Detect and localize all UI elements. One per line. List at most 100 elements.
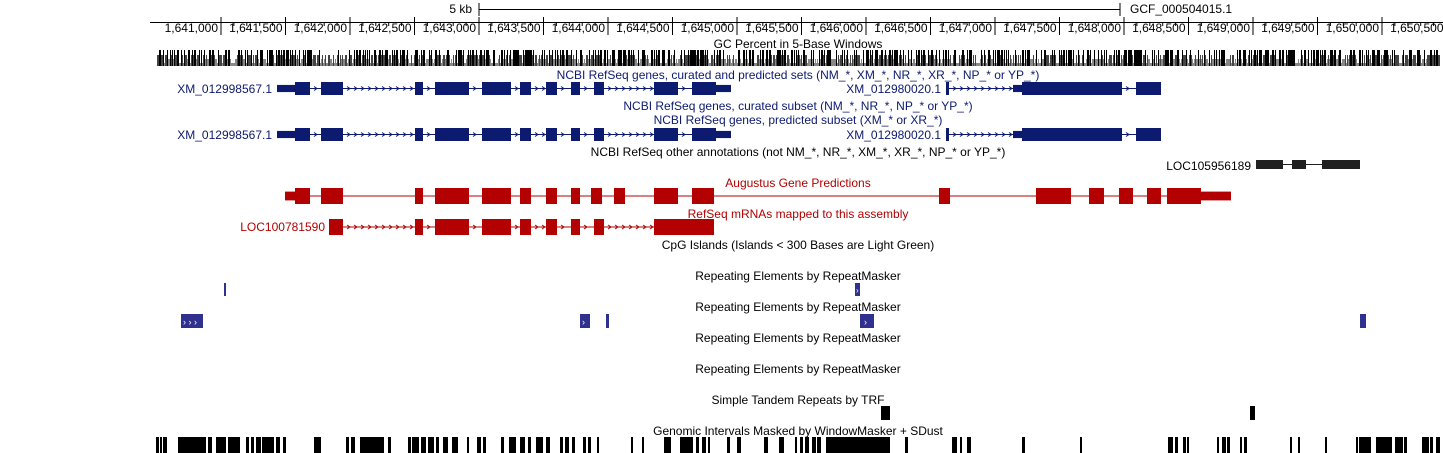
refseq-other-title: NCBI RefSeq other annotations (not NM_*,… [591,145,1006,159]
exon-block[interactable] [614,188,625,204]
refseq-predicted-gene-right-label[interactable]: XM_012980020.1 [846,128,941,142]
exon-block[interactable] [594,219,604,235]
exon-block[interactable] [654,82,678,95]
refseq-other-gene-model[interactable] [1256,160,1360,169]
ruler-tick-label: 1,650,000 [1326,21,1380,35]
ruler-tick-label: 1,641,000 [165,21,219,35]
exon-block[interactable] [1013,84,1022,93]
trf-elements[interactable] [881,406,1255,420]
refseq-predicted-gene-models[interactable] [277,128,1161,141]
exon-block[interactable] [716,84,731,93]
exon-block[interactable] [329,219,343,235]
exon-block[interactable] [1089,188,1104,204]
exon-block[interactable] [594,82,604,95]
exon-block[interactable] [591,188,602,204]
exon-block[interactable] [277,130,295,139]
exon-block[interactable] [482,82,511,95]
exon-block[interactable] [520,128,531,141]
exon-block[interactable] [520,82,531,95]
exon-block[interactable] [321,82,343,95]
exon-block[interactable] [1119,188,1133,204]
exon-block[interactable] [482,188,511,204]
exon-block[interactable] [692,82,716,95]
exon-block[interactable] [571,82,580,95]
exon-block[interactable] [654,188,678,204]
rmsk-track1-title: Repeating Elements by RepeatMasker [695,269,900,283]
exon-block[interactable] [946,128,949,141]
exon-block[interactable] [1136,128,1161,141]
exon-block[interactable] [520,219,531,235]
refseq-predicted-gene-left-label[interactable]: XM_012998567.1 [177,128,272,142]
exon-block[interactable] [678,219,700,235]
svg-text:›: › [856,286,859,295]
exon-block[interactable] [546,219,557,235]
refseq-other-gene-label[interactable]: LOC105956189 [1166,159,1251,173]
exon-block[interactable] [482,219,511,235]
exon-block[interactable] [435,188,469,204]
exon-block[interactable] [415,128,423,141]
exon-block[interactable] [1201,191,1231,201]
ruler-tick-label: 1,641,500 [229,21,283,35]
exon-block[interactable] [594,128,604,141]
windowmasker-intervals[interactable] [156,437,1440,453]
rmsk-track2-elements[interactable]: › › › › › [181,314,1366,328]
exon-block[interactable] [415,82,423,95]
ruler-tick-label: 1,647,500 [1003,21,1057,35]
exon-block[interactable] [571,128,580,141]
exon-block[interactable] [1167,188,1201,204]
exon-block[interactable] [692,188,714,204]
exon-block[interactable] [1022,82,1122,95]
exon-block[interactable] [295,188,310,204]
exon-block[interactable] [692,128,716,141]
exon-block[interactable] [435,82,469,95]
ruler-tick-label: 1,650,500 [1390,21,1443,35]
exon-block[interactable] [1147,188,1161,204]
assembly-label: GCF_000504015.1 [1130,2,1232,16]
exon-block[interactable] [716,130,731,139]
exon-block[interactable] [571,219,580,235]
exon-block[interactable] [415,188,423,204]
exon-block[interactable] [654,128,678,141]
exon-block[interactable] [1013,130,1022,139]
exon-block[interactable] [482,128,511,141]
exon-block[interactable] [415,219,423,235]
refseq-all-gene-models[interactable] [277,82,1161,95]
exon-block[interactable] [1022,128,1122,141]
cpg-islands-title: CpG Islands (Islands < 300 Bases are Lig… [662,238,934,252]
exon-block[interactable] [571,188,580,204]
exon-block[interactable] [700,219,714,235]
exon-block[interactable] [321,188,343,204]
rmsk-track3-title: Repeating Elements by RepeatMasker [695,331,900,345]
refseq-all-gene-left-label[interactable]: XM_012998567.1 [177,82,272,96]
exon-block[interactable] [295,128,310,141]
ruler-tick-label: 1,649,500 [1261,21,1315,35]
refseq-all-gene-right-label[interactable]: XM_012980020.1 [846,82,941,96]
refseq-mrna-gene-model[interactable] [329,219,714,235]
exon-block[interactable] [321,128,343,141]
exon-block[interactable] [1036,188,1071,204]
exon-block[interactable] [277,84,295,93]
svg-text:›: › [864,317,867,327]
exon-block[interactable] [546,188,557,204]
exon-block[interactable] [435,219,469,235]
exon-block[interactable] [546,128,557,141]
augustus-title: Augustus Gene Predictions [725,176,870,190]
gc-percent-wiggle[interactable] [157,50,1440,66]
ruler-tick-label: 1,642,500 [358,21,412,35]
augustus-gene-model[interactable] [285,188,1231,204]
rmsk-track1-elements[interactable]: › [224,283,860,296]
ruler-tick-label: 1,649,000 [1197,21,1251,35]
exon-block[interactable] [435,128,469,141]
refseq-mrna-gene-label[interactable]: LOC100781590 [240,220,325,234]
exon-block[interactable] [1136,82,1161,95]
exon-block[interactable] [946,82,949,95]
ruler-tick-label: 1,643,500 [487,21,541,35]
exon-block[interactable] [285,191,295,201]
exon-block[interactable] [654,219,678,235]
exon-block[interactable] [520,188,531,204]
exon-block[interactable] [295,82,310,95]
exon-block[interactable] [546,82,557,95]
exon-block[interactable] [939,188,950,204]
